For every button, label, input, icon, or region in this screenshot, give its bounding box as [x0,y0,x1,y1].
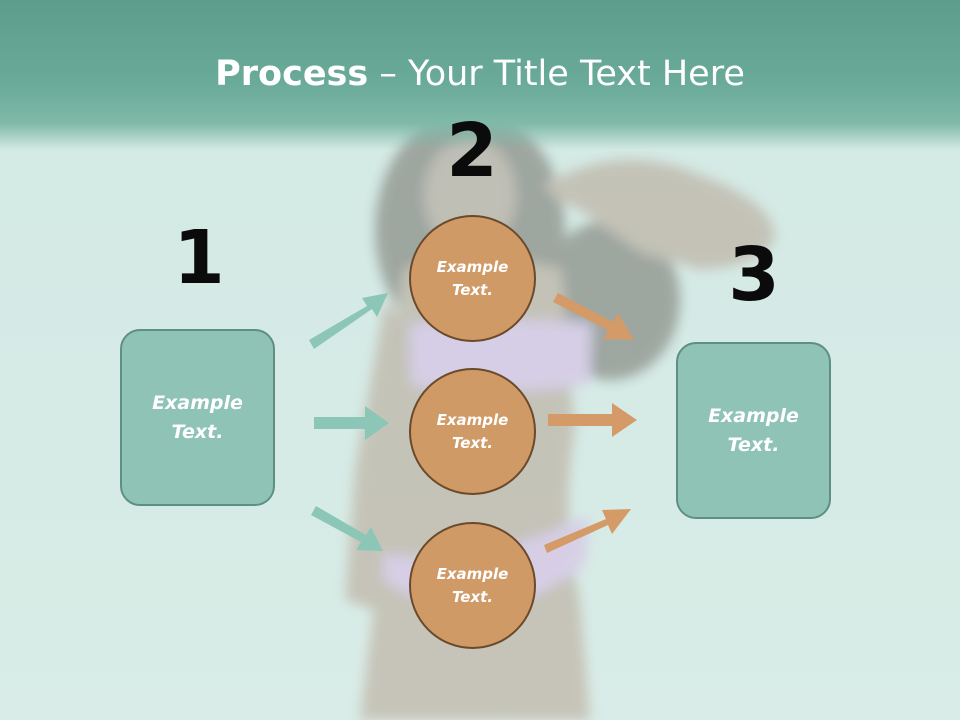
title-bold: Process [215,54,369,94]
arrow-1-to-bottom [311,506,383,551]
circle-text: Example Text. [436,410,509,452]
slide-title: Process – Your Title Text Here [0,52,960,96]
step-1-text: Example Text. [152,391,243,443]
arrow-bottom-to-3 [544,509,631,553]
step-number-3: 3 [728,232,780,318]
step-1-box: Example Text. [120,329,275,506]
arrow-1-to-top [309,293,388,349]
step-number-1: 1 [173,215,225,301]
arrow-middle-to-3 [548,403,637,437]
circle-text: Example Text. [436,564,509,606]
step-number-2: 2 [446,108,498,194]
title-bar [0,0,960,150]
step-2-circle-middle: Example Text. [409,368,536,495]
step-3-text: Example Text. [708,404,799,456]
arrow-top-to-3 [553,293,634,340]
title-rest: – Your Title Text Here [368,54,745,94]
circle-text: Example Text. [436,257,509,299]
step-3-box: Example Text. [676,342,831,519]
step-2-circle-bottom: Example Text. [409,522,536,649]
arrow-1-to-middle [314,406,389,440]
step-2-circle-top: Example Text. [409,215,536,342]
